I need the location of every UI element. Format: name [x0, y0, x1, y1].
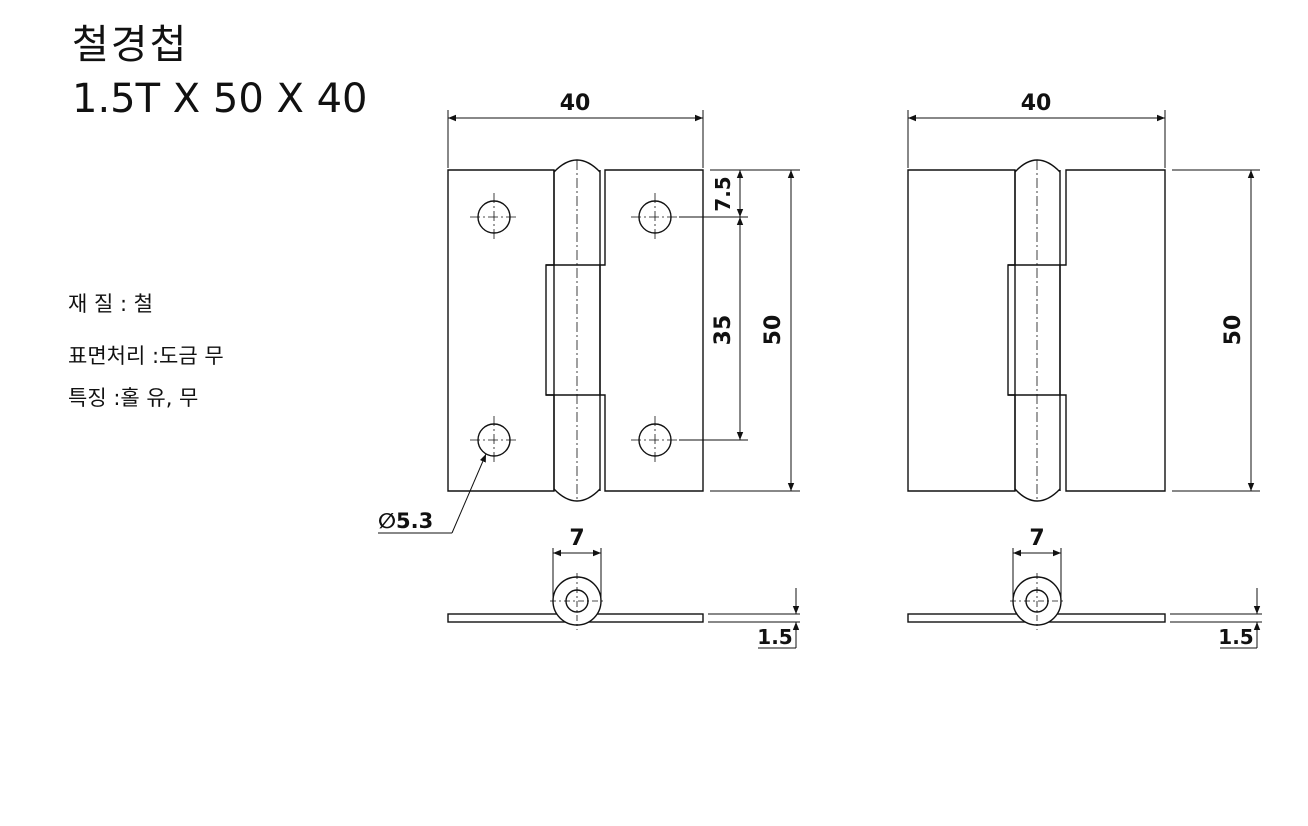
- right-side-centerlines: [1010, 573, 1064, 630]
- surface-spec: 표면처리 :도금 무: [68, 344, 224, 368]
- feature-spec: 특징 :홀 유, 무: [68, 386, 199, 410]
- right-dimension-lines: [907, 110, 1260, 492]
- left-top-offset-dim: 7.5: [711, 176, 735, 211]
- right-side-view: [907, 576, 1166, 626]
- left-dimension-lines: [378, 110, 800, 534]
- left-front-view: [447, 159, 704, 502]
- left-front-centerlines: [470, 160, 679, 500]
- material-spec: 재 질 : 철: [68, 292, 154, 316]
- drawing-title: 철경첩: [72, 22, 189, 68]
- right-pin-width-dim: 7: [1029, 526, 1044, 551]
- left-side-view: [447, 576, 704, 626]
- right-thickness-dim: 1.5: [1218, 625, 1253, 649]
- left-hole-pitch-dim: 35: [711, 315, 736, 346]
- left-pin-width-dim: 7: [569, 526, 584, 551]
- size-spec: 1.5T X 50 X 40: [72, 76, 368, 122]
- right-height-dim: 50: [1221, 315, 1246, 346]
- right-width-dim: 40: [1021, 91, 1052, 116]
- left-side-centerlines: [550, 573, 604, 630]
- right-side-dimension-lines: [1012, 548, 1262, 649]
- left-height-dim: 50: [761, 315, 786, 346]
- right-front-view: [907, 159, 1166, 502]
- left-thickness-dim: 1.5: [757, 625, 792, 649]
- left-width-dim: 40: [560, 91, 591, 116]
- left-side-dimension-lines: [552, 548, 800, 649]
- left-hole-dia-dim: ∅5.3: [378, 509, 433, 533]
